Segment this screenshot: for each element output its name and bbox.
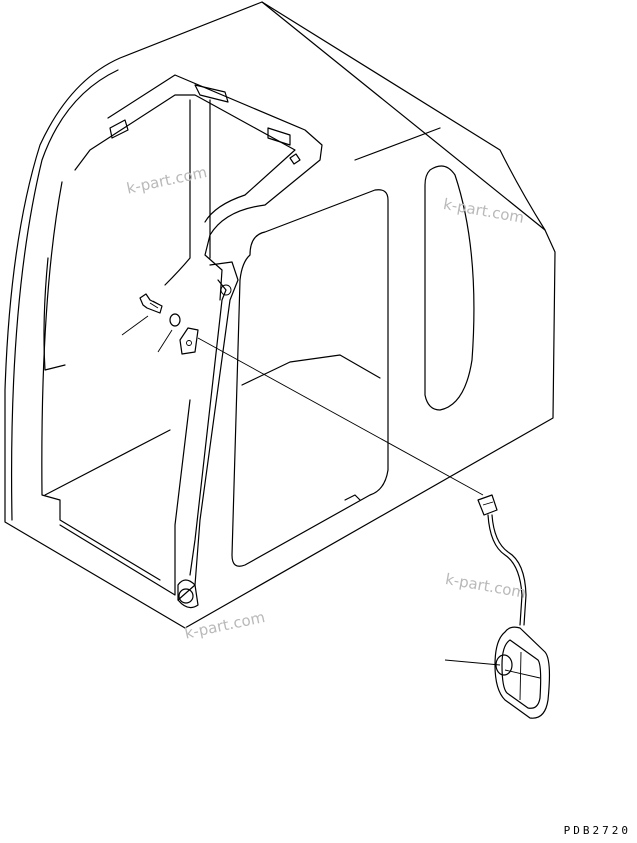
wire-harness — [487, 514, 527, 626]
bracket — [179, 327, 199, 355]
lamp-assembly — [494, 626, 551, 719]
washer — [169, 313, 181, 327]
rear-window — [424, 165, 475, 411]
drawing-code: PDB2720 — [563, 824, 631, 837]
roof-trim — [289, 127, 441, 165]
bolt — [139, 293, 163, 314]
leader-lines — [121, 315, 501, 666]
connector — [477, 494, 498, 516]
cab-shell — [4, 1, 556, 629]
center-pillar — [177, 261, 239, 609]
front-window-frame — [41, 74, 323, 596]
side-window — [231, 189, 389, 567]
